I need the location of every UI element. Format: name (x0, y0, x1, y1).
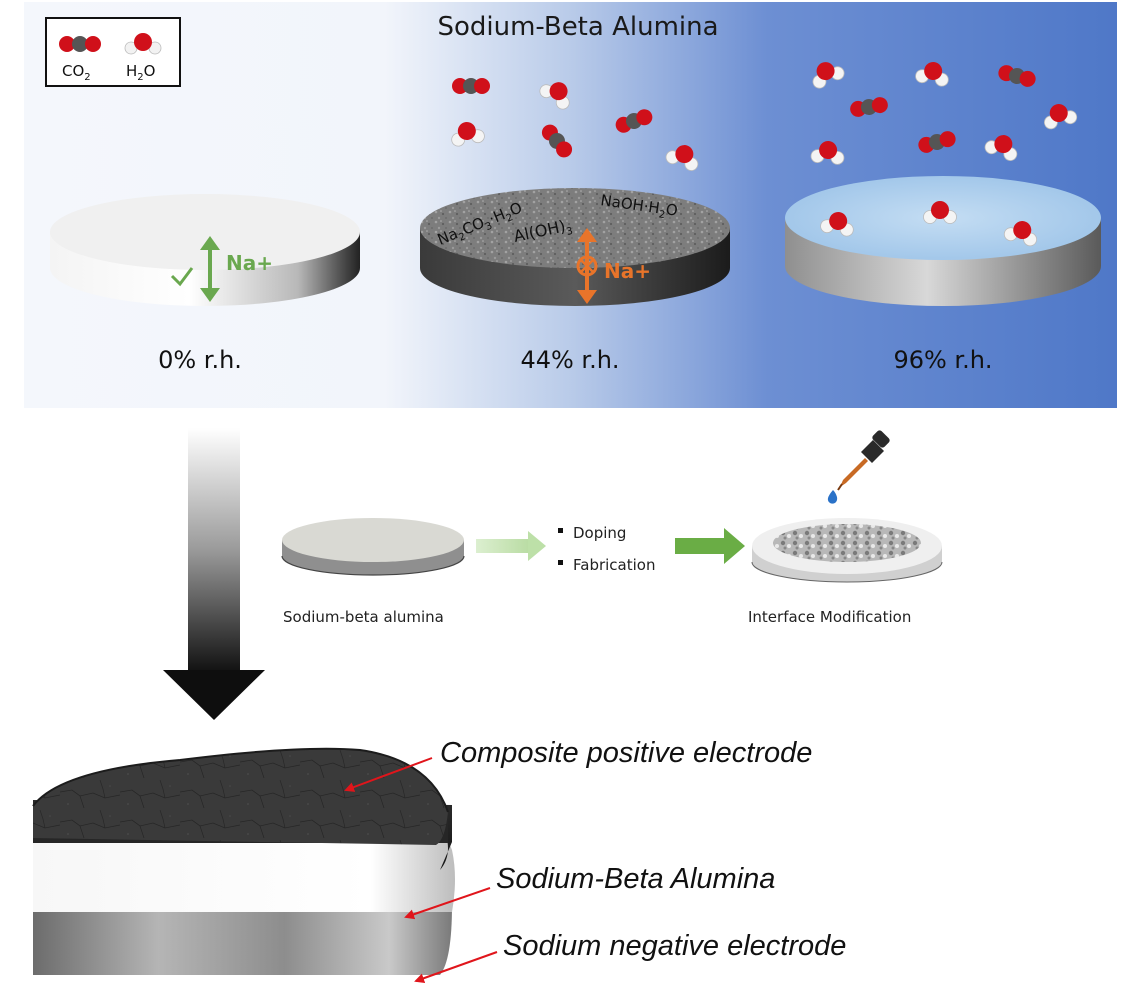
light-green-arrow (476, 531, 546, 561)
h2o-molecule-icon (451, 122, 485, 147)
gas-molecules (451, 62, 1078, 247)
green-arrow (675, 528, 745, 564)
process-strip: Sodium-beta alumina Doping Fabrication I… (281, 430, 943, 626)
beta-alumina-layer (33, 835, 455, 912)
pristine-pellet (281, 518, 465, 576)
cell-stack: Composite positive electrode Sodium-Beta… (32, 737, 846, 984)
h2o-molecule-icon (915, 62, 949, 87)
molecule-legend: CO2 H2O (45, 17, 181, 87)
disk-medium: Na2CO3·H2O Al(OH)3 NaOH·H2O Na+ (420, 188, 730, 306)
disk-dry: Na+ (50, 194, 360, 306)
co2-legend-icon (59, 36, 101, 52)
rh-label-2: 96% r.h. (893, 346, 992, 374)
step-doping: Doping (573, 524, 626, 542)
end-label: Interface Modification (748, 608, 911, 626)
legend-co2-label: CO2 (62, 62, 91, 83)
label-beta-alumina: Sodium-Beta Alumina (496, 863, 775, 895)
bullet-icon (558, 528, 563, 533)
h2o-legend-icon (124, 33, 162, 55)
disk-medium-ion-label: Na+ (604, 259, 651, 283)
disk-dry-ion-label: Na+ (226, 251, 273, 275)
ion-path-open-icon (200, 236, 220, 302)
big-down-arrow (163, 428, 265, 720)
co2-molecule-icon (850, 97, 888, 117)
label-positive-electrode: Composite positive electrode (440, 737, 812, 769)
label-negative-electrode: Sodium negative electrode (503, 930, 846, 962)
dropper-icon (827, 430, 890, 504)
check-icon (170, 267, 194, 287)
ion-path-blocked-icon (576, 228, 598, 304)
co2-molecule-icon (998, 65, 1036, 87)
disk-wet (785, 176, 1101, 306)
pointer-arrow (344, 757, 433, 792)
pointer-arrow (404, 887, 491, 920)
sodium-negative-layer (33, 905, 452, 975)
h2o-molecule-icon (539, 82, 570, 110)
h2o-molecule-icon (820, 212, 854, 237)
panel-title: Sodium-Beta Alumina (437, 12, 718, 42)
h2o-molecule-icon (810, 141, 845, 165)
rh-label-0: 0% r.h. (158, 346, 242, 374)
pointer-arrow (414, 951, 498, 984)
h2o-molecule-icon (665, 145, 699, 171)
co2-molecule-icon (452, 78, 490, 94)
legend-h2o-label: H2O (126, 62, 155, 83)
h2o-molecule-icon (923, 201, 957, 224)
bullet-icon (558, 560, 563, 565)
disk-medium-top (420, 188, 730, 268)
co2-molecule-icon (615, 109, 653, 133)
positive-electrode-top (33, 748, 448, 845)
disk-dry-top (50, 194, 360, 270)
h2o-molecule-icon (1003, 221, 1038, 247)
rh-label-1: 44% r.h. (520, 346, 619, 374)
co2-molecule-icon (541, 124, 573, 158)
step-fabrication: Fabrication (573, 556, 655, 574)
co2-molecule-icon (918, 131, 956, 153)
h2o-molecule-icon (984, 135, 1018, 161)
modified-pellet (751, 518, 943, 583)
start-label: Sodium-beta alumina (283, 608, 444, 626)
humidity-panel: Sodium-Beta Alumina CO2 H2O (24, 2, 1117, 408)
h2o-molecule-icon (812, 62, 845, 89)
h2o-molecule-icon (1043, 104, 1078, 130)
